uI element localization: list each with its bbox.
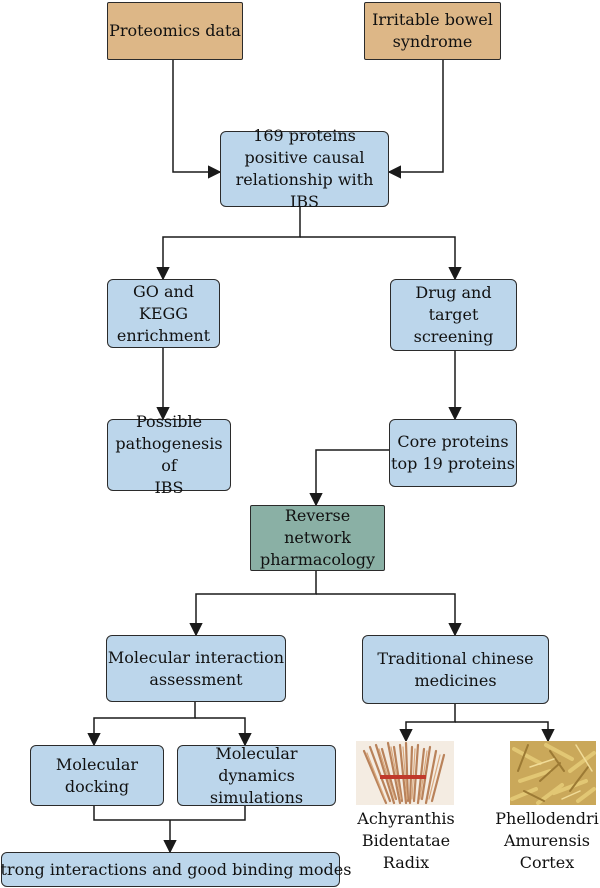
node-go-kegg-enrichment: GO and KEGG enrichment xyxy=(107,279,220,348)
label-achyranthis: Achyranthis Bidentatae Radix xyxy=(357,809,455,872)
node-reverse-network-pharmacology: Reverse network pharmacology xyxy=(250,505,385,571)
node-proteomics-data: Proteomics data xyxy=(107,2,243,60)
connector-ibs-to-proteins xyxy=(387,60,444,179)
connector-proteomics-to-proteins xyxy=(172,60,222,179)
node-molecular-docking: Molecular docking xyxy=(30,745,164,806)
connector-proteins-to-drug xyxy=(300,236,462,281)
connector-interaction-split xyxy=(87,702,196,747)
node-irritable-bowel-syndrome: Irritable bowel syndrome xyxy=(364,2,501,60)
connector-proteins-split xyxy=(156,207,301,281)
connector-tcm-to-phellodendri xyxy=(455,721,555,743)
node-possible-pathogenesis: Possible pathogenesis of IBS xyxy=(107,412,231,497)
connector-tcm-split xyxy=(399,704,456,743)
connector-interaction-to-dynamics xyxy=(195,717,252,747)
connector-reverse-to-tcm xyxy=(316,593,462,637)
node-molecular-interaction-assessment: Molecular interaction assessment xyxy=(106,635,286,702)
phellodendri-bark-photo xyxy=(510,741,596,805)
node-drug-target-screening: Drug and target screening xyxy=(390,279,517,351)
node-traditional-chinese-medicines: Traditional chinese medicines xyxy=(362,635,549,704)
node-core-proteins: Core proteins top 19 proteins xyxy=(389,419,517,487)
node-strong-interactions: Strong interactions and good binding mod… xyxy=(0,852,351,887)
connector-core-to-reverse xyxy=(309,449,389,507)
label-phellodendri: Phellodendri Amurensis Cortex xyxy=(495,809,599,872)
node-169-proteins: 169 proteins positive causal relationshi… xyxy=(220,126,389,211)
node-molecular-dynamics-simulations: Molecular dynamics simulations xyxy=(177,744,336,807)
achyranthis-root-photo xyxy=(356,741,454,805)
connector-reverse-split xyxy=(189,571,317,637)
